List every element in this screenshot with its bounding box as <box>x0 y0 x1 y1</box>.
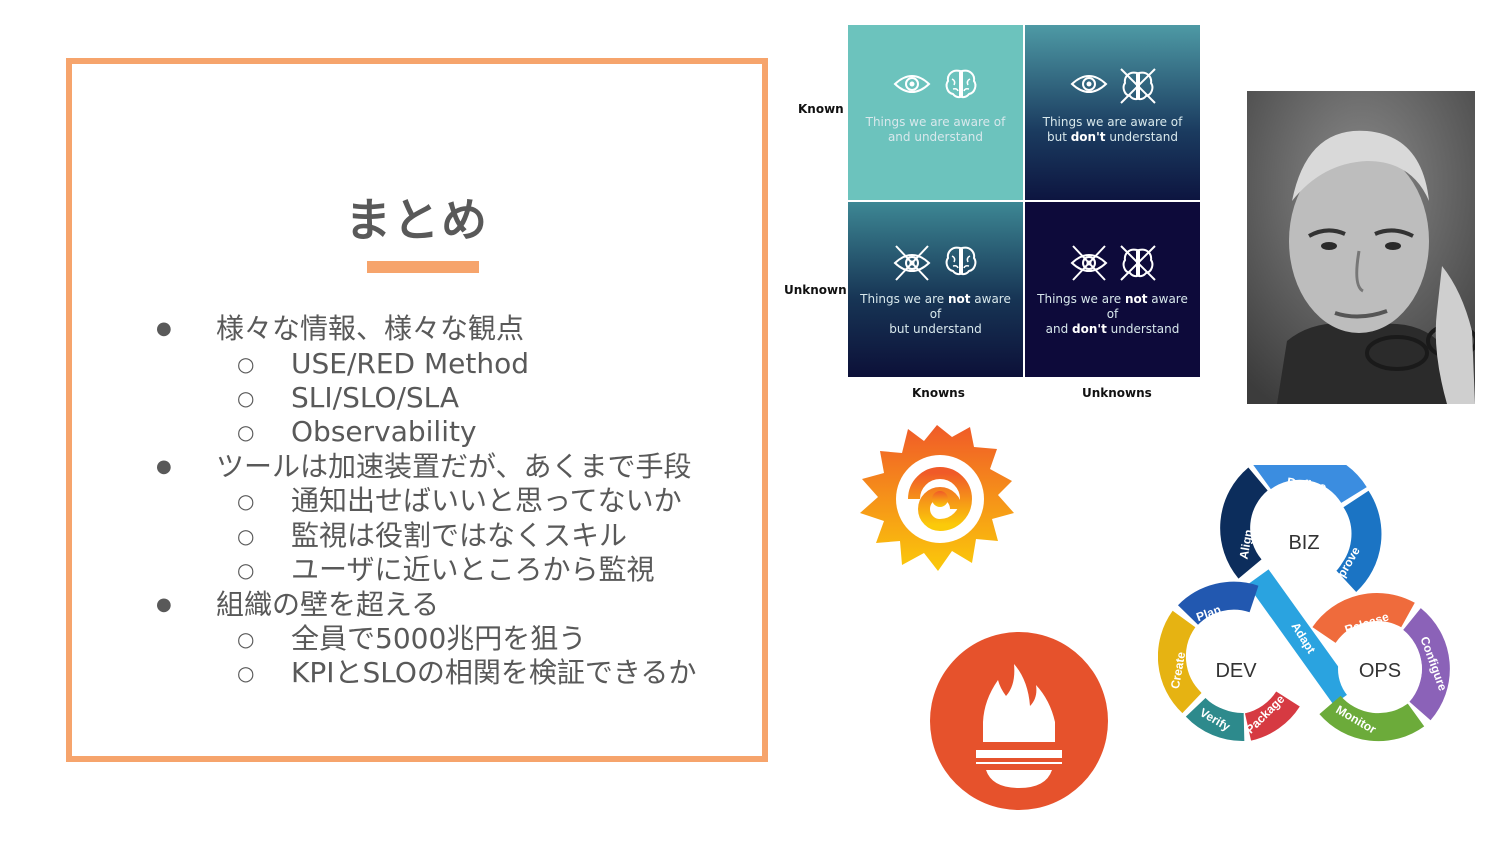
slide-title: まとめ <box>345 193 489 247</box>
dev-ring: DEV Plan Create Verify Package <box>1158 581 1300 741</box>
segment-create: Create <box>1168 650 1188 690</box>
crossed-brain-icon <box>1120 68 1156 104</box>
cell-known-known: Things we are aware of and understand <box>848 25 1023 200</box>
sub-bullet-item: ○監視は役割ではなくスキル <box>237 519 628 552</box>
title-underline <box>367 261 479 273</box>
cell-text: Things we are not aware of but understan… <box>860 292 1011 336</box>
row-label-unknown: Unknown <box>784 283 847 297</box>
knowns-unknowns-matrix: Things we are aware of and understand Th… <box>848 25 1200 377</box>
segment-define: Define <box>1286 474 1327 494</box>
hub-biz: BIZ <box>1288 532 1319 554</box>
cell-known-unknown: Things we are aware of but don't underst… <box>1025 25 1200 200</box>
hub-dev: DEV <box>1215 660 1257 682</box>
sub-bullet-item: ○SLI/SLO/SLA <box>237 381 460 414</box>
hub-ops: OPS <box>1359 660 1401 682</box>
cell-text: Things we are aware of and understand <box>865 115 1006 144</box>
eye-icon <box>1070 75 1108 93</box>
bullet-item: ●組織の壁を超える <box>156 588 440 621</box>
eye-icon <box>893 75 931 93</box>
sub-bullet-item: ○USE/RED Method <box>237 347 530 380</box>
devops-loop-diagram: BIZ Define Approve Align Adapt DEV Plan … <box>1158 465 1450 742</box>
crossed-eye-icon <box>893 245 931 281</box>
portrait-photo <box>1247 91 1475 404</box>
bullet-item: ●ツールは加速装置だが、あくまで手段 <box>156 450 692 483</box>
prometheus-logo <box>930 632 1108 810</box>
crossed-eye-icon <box>1070 245 1108 281</box>
cell-text: Things we are aware of but don't underst… <box>1042 115 1183 144</box>
sub-bullet-item: ○全員で5000兆円を狙う <box>237 622 587 655</box>
biz-ring: BIZ Define Approve Align <box>1220 465 1382 594</box>
cell-text: Things we are not aware of and don't und… <box>1037 292 1188 336</box>
brain-icon <box>945 69 977 99</box>
brain-icon <box>945 246 977 276</box>
cell-unknown-known: Things we are not aware of but understan… <box>848 202 1023 377</box>
summary-card: まとめ ●様々な情報、様々な観点 ○USE/RED Method ○SLI/SL… <box>66 58 768 762</box>
col-label-unknowns: Unknowns <box>1082 386 1152 400</box>
sub-bullet-item: ○KPIとSLOの相関を検証できるか <box>237 656 697 689</box>
segment-align: Align <box>1237 528 1256 560</box>
crossed-brain-icon <box>1120 245 1156 281</box>
sub-bullet-item: ○Observability <box>237 415 477 448</box>
cell-unknown-unknown: Things we are not aware of and don't und… <box>1025 202 1200 377</box>
col-label-knowns: Knowns <box>912 386 965 400</box>
sub-bullet-item: ○ユーザに近いところから監視 <box>237 553 655 586</box>
row-label-known: Known <box>798 102 844 116</box>
ops-ring: OPS Release Configure Monitor <box>1312 592 1450 742</box>
grafana-logo <box>860 425 1014 571</box>
bullet-item: ●様々な情報、様々な観点 <box>156 312 525 345</box>
sub-bullet-item: ○通知出せばいいと思ってないか <box>237 484 682 517</box>
